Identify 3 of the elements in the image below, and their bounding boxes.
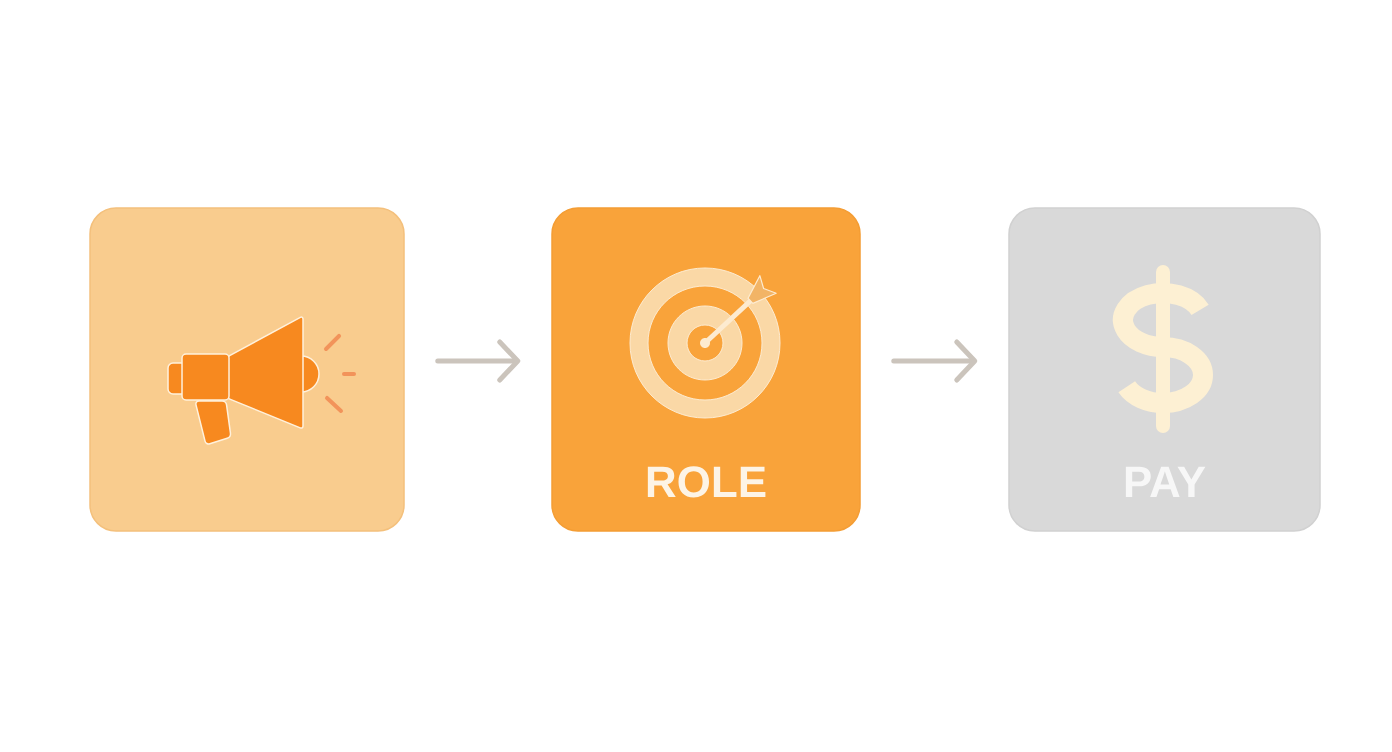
arrow	[891, 339, 978, 383]
arrow	[435, 339, 521, 383]
step-box	[89, 207, 405, 532]
